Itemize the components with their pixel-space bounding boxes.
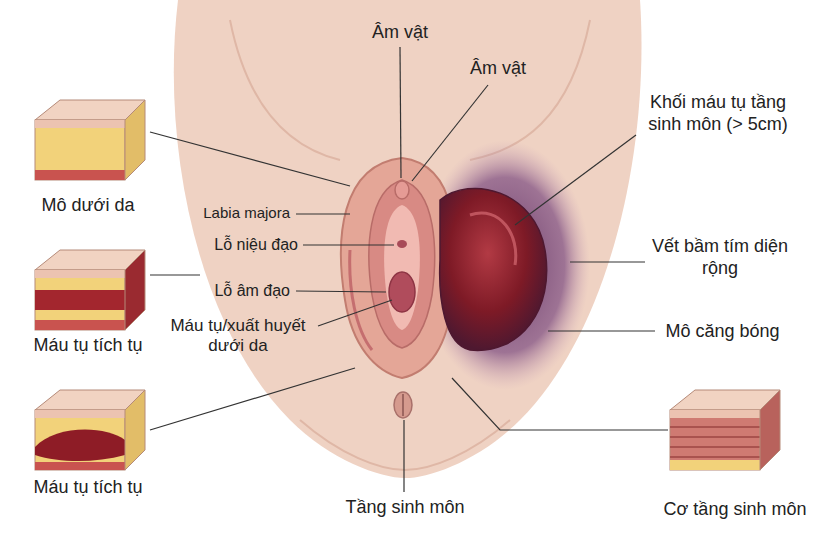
anatomy-label: Tầng sinh môn bbox=[320, 497, 490, 519]
tissue-caption: Mô dưới da bbox=[8, 195, 168, 217]
anatomy-label: Lỗ âm đạo bbox=[160, 281, 290, 300]
anatomy-label: Âm vật bbox=[340, 22, 460, 44]
bleeding-label: Máu tụ/xuất huyết dưới da bbox=[163, 316, 313, 357]
bruise-label: Vết bầm tím diện rộng bbox=[645, 236, 795, 279]
tissue-label: Mô căng bóng bbox=[650, 321, 795, 343]
tissue-caption: Máu tụ tích tụ bbox=[8, 335, 168, 357]
anatomy-label: Lỗ niệu đạo bbox=[160, 235, 298, 254]
tissue-caption: Cơ tầng sinh môn bbox=[645, 499, 825, 521]
hematoma-label: Khối máu tụ tầng sinh môn (> 5cm) bbox=[633, 92, 803, 135]
anatomy-label: Labia majora bbox=[160, 204, 290, 222]
anatomy-label: Âm vật bbox=[438, 58, 558, 80]
tissue-caption: Máu tụ tích tụ bbox=[8, 477, 168, 499]
